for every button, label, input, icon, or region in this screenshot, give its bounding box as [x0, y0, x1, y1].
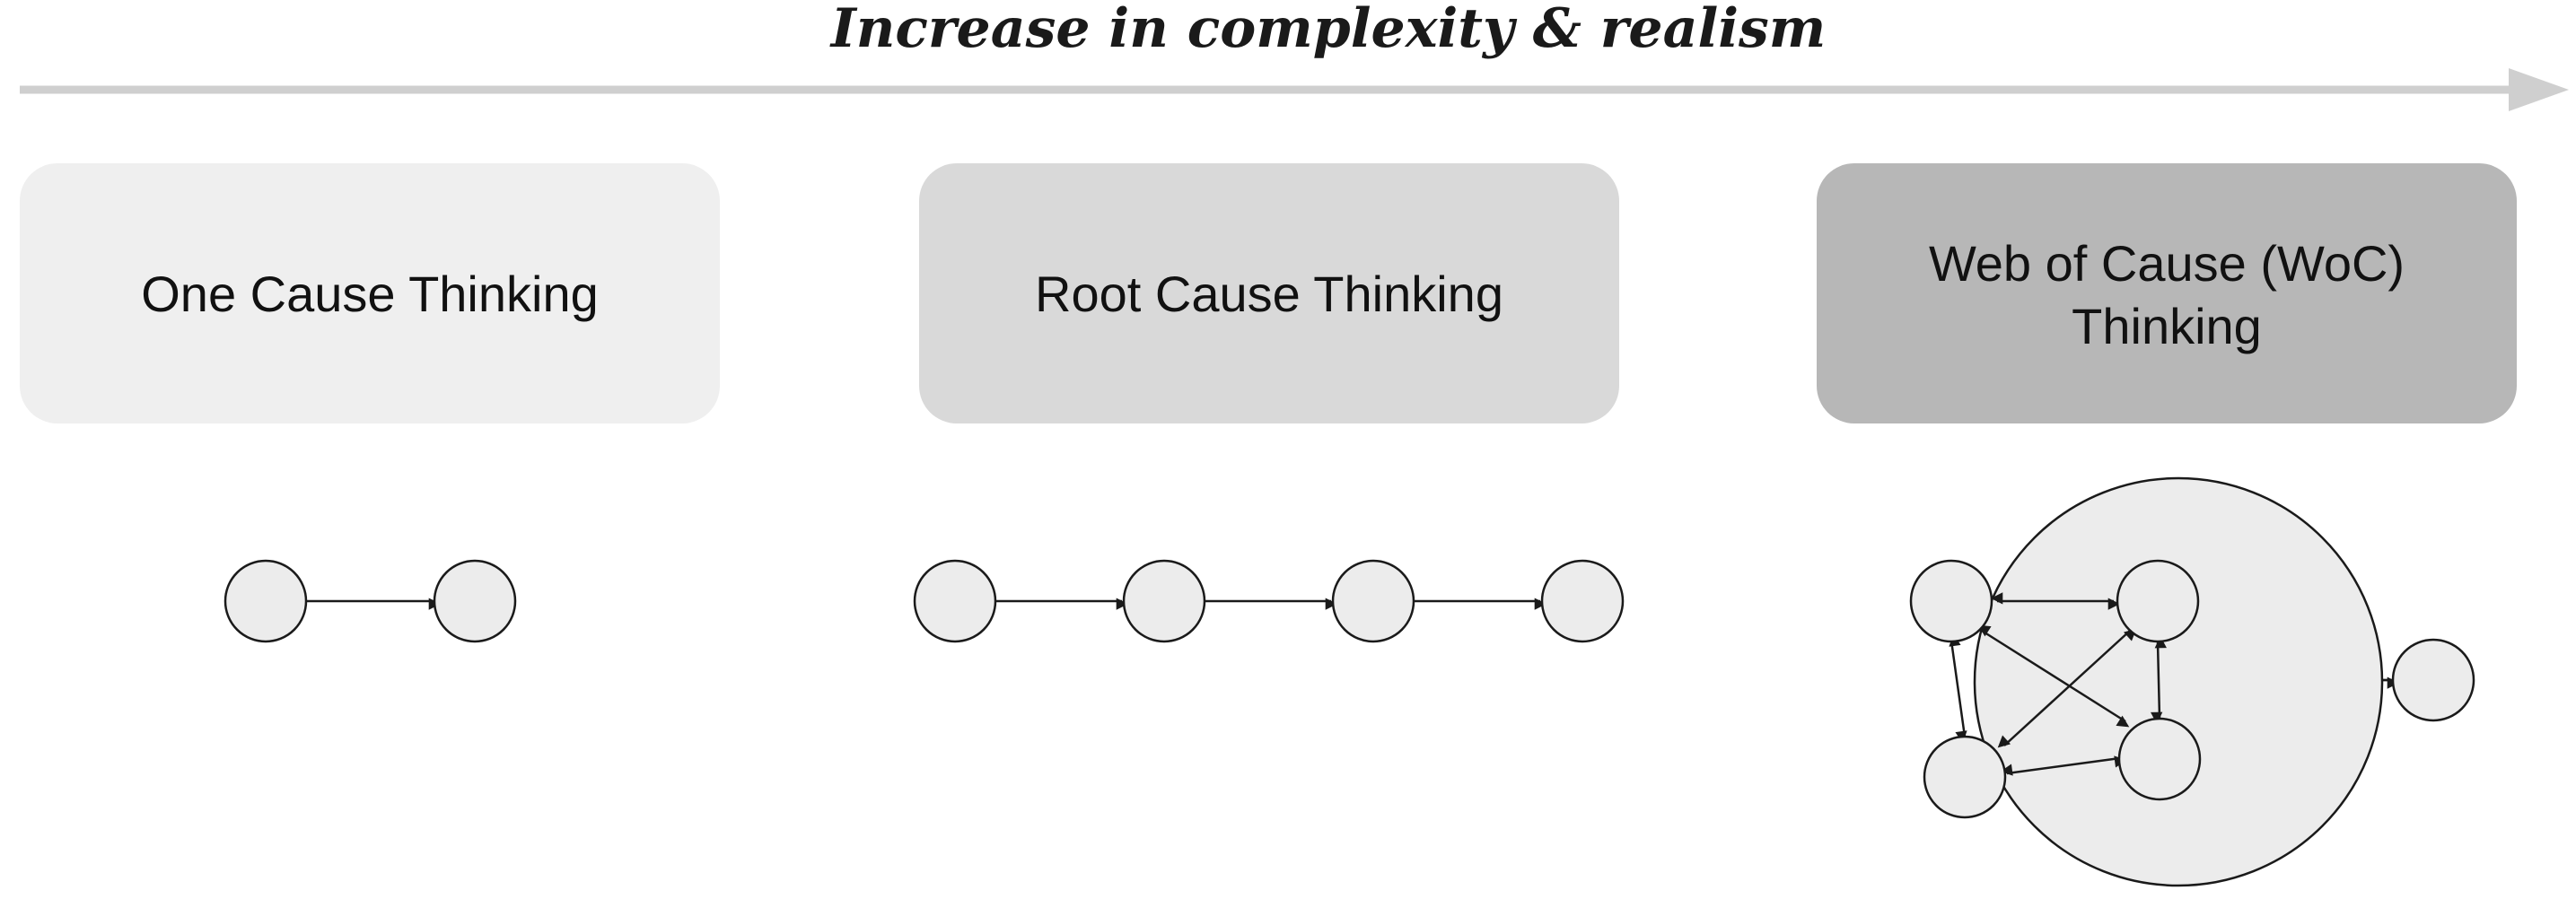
web-node — [1923, 735, 2007, 819]
chain-node — [1331, 559, 1415, 643]
stage-box-bg — [20, 163, 720, 423]
chain-node — [1540, 559, 1625, 643]
chain-node — [913, 559, 997, 643]
cause-node — [223, 559, 308, 643]
stage-box-bg — [919, 163, 1619, 423]
web-edge-left — [1949, 633, 1967, 744]
cause-cluster — [1973, 476, 2384, 887]
stage-box-bg — [1817, 163, 2517, 423]
web-node — [1909, 559, 1993, 643]
web-of-cause-graph — [1909, 476, 2475, 887]
stage-label-line-1: Web of Cause (WoC) — [1929, 235, 2405, 292]
effect-node — [433, 559, 517, 643]
stage-box-web-of-cause: Web of Cause (WoC) Thinking — [1817, 163, 2517, 423]
outcome-node — [2391, 638, 2475, 722]
web-node — [2117, 717, 2202, 801]
stage-label-line-2: Thinking — [2072, 298, 2262, 354]
chain-node — [1122, 559, 1206, 643]
stage-box-one-cause: One Cause Thinking — [20, 163, 720, 423]
web-edge-right — [2151, 635, 2167, 725]
stage-box-root-cause: Root Cause Thinking — [919, 163, 1619, 423]
web-edge-bottom — [2000, 755, 2127, 776]
stage-label: Root Cause Thinking — [1035, 266, 1503, 322]
web-node — [2116, 559, 2200, 643]
diagram-title: Increase in complexity & realism — [829, 0, 1827, 60]
progression-arrow — [20, 68, 2569, 111]
root-cause-chain — [913, 559, 1625, 643]
progression-arrow-head — [2509, 68, 2569, 111]
stage-label: One Cause Thinking — [141, 266, 599, 322]
web-edge-diagonal-up — [1997, 628, 2137, 748]
one-cause-graph — [223, 559, 517, 643]
